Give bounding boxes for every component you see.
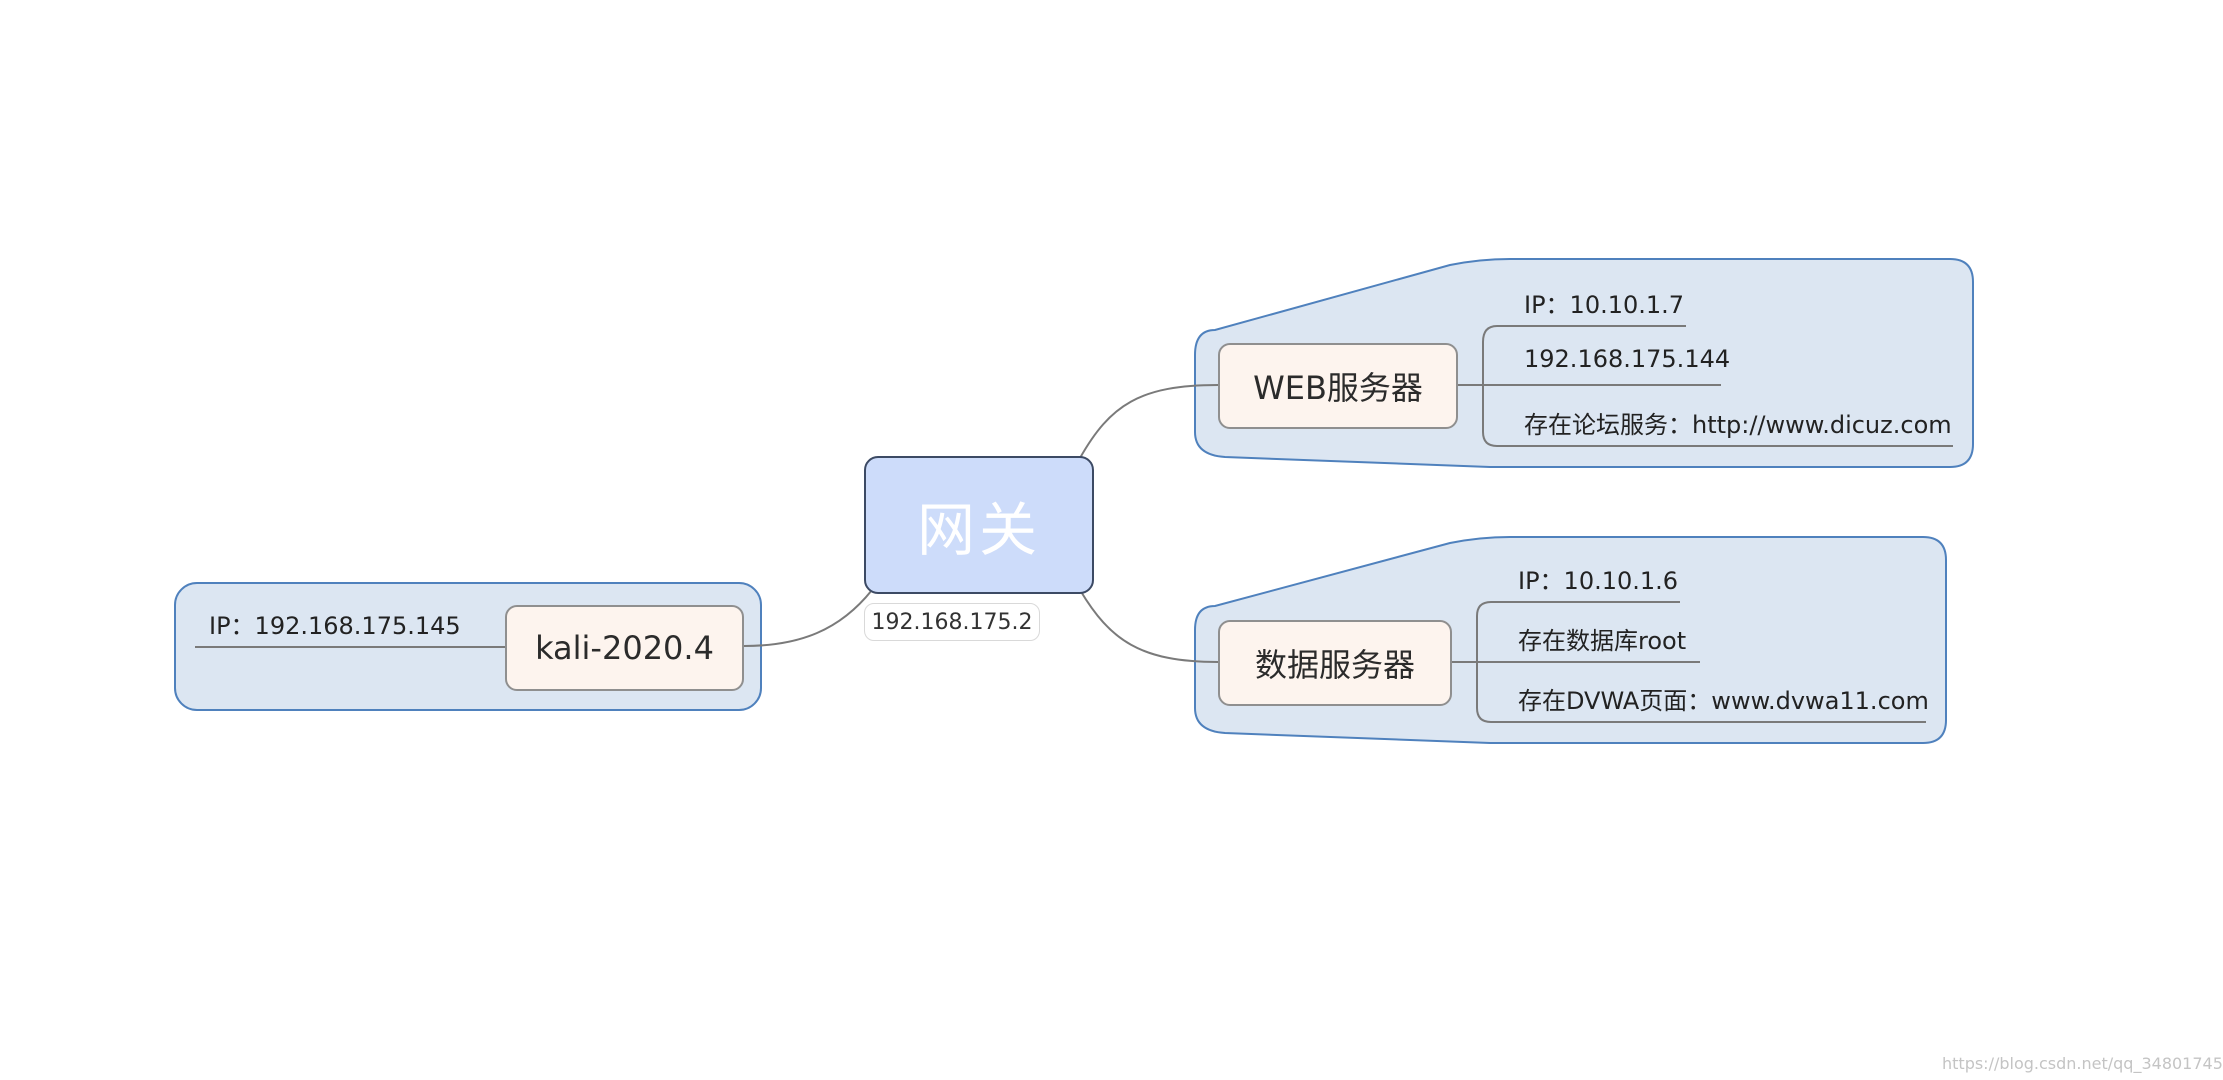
gateway-ip-label: 192.168.175.2 — [864, 603, 1040, 641]
web-server-topic-label: WEB服务器 — [1253, 369, 1423, 407]
central-topic-gateway[interactable]: 网关 — [864, 456, 1094, 594]
connector-central-db — [1079, 589, 1219, 663]
web-forum-leaf: 存在论坛服务：http://www.dicuz.com — [1524, 411, 1952, 439]
watermark-text: https://blog.csdn.net/qq_34801745 — [1942, 1054, 2223, 1073]
connector-central-web — [1079, 384, 1219, 459]
central-topic-label: 网关 — [916, 496, 1041, 564]
db-root-leaf: 存在数据库root — [1518, 627, 1687, 655]
kali-topic[interactable]: kali-2020.4 — [505, 605, 744, 691]
connector-central-kali — [743, 589, 873, 647]
web-ip-leaf: IP：10.10.1.7 — [1524, 291, 1685, 319]
kali-topic-label: kali-2020.4 — [535, 629, 714, 667]
connector-db-leaves — [1451, 601, 1926, 723]
web-ip2-leaf: 192.168.175.144 — [1524, 345, 1731, 373]
db-dvwa-leaf: 存在DVWA页面：www.dvwa11.com — [1518, 687, 1929, 715]
kali-ip-leaf: IP：192.168.175.145 — [209, 612, 461, 640]
db-server-topic-label: 数据服务器 — [1254, 646, 1415, 684]
connector-web-leaves — [1457, 325, 1953, 447]
db-server-topic[interactable]: 数据服务器 — [1218, 620, 1452, 706]
web-server-topic[interactable]: WEB服务器 — [1218, 343, 1458, 429]
db-ip-leaf: IP：10.10.1.6 — [1518, 567, 1679, 595]
